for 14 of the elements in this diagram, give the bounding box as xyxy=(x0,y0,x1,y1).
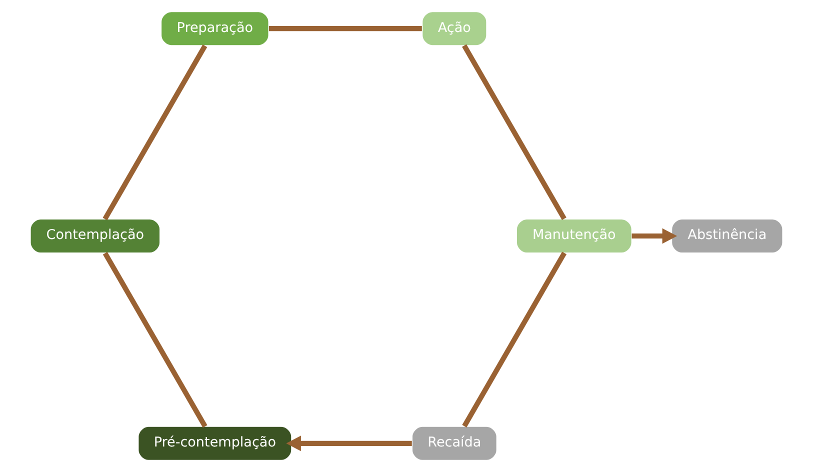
node-box: Ação xyxy=(422,11,487,46)
node-box: Abstinência xyxy=(671,218,784,254)
connector xyxy=(102,252,208,428)
node-box: Manutenção xyxy=(516,218,632,254)
node-box: Preparação xyxy=(160,11,270,46)
node-box: Contemplação xyxy=(30,218,160,254)
connector xyxy=(268,26,422,32)
connector xyxy=(102,44,208,220)
arrow xyxy=(286,436,412,452)
arrow xyxy=(632,228,678,244)
connector xyxy=(462,252,567,428)
node-box: Recaída xyxy=(412,426,498,461)
node-box: Pré-contemplação xyxy=(138,426,292,461)
connector xyxy=(462,44,566,220)
